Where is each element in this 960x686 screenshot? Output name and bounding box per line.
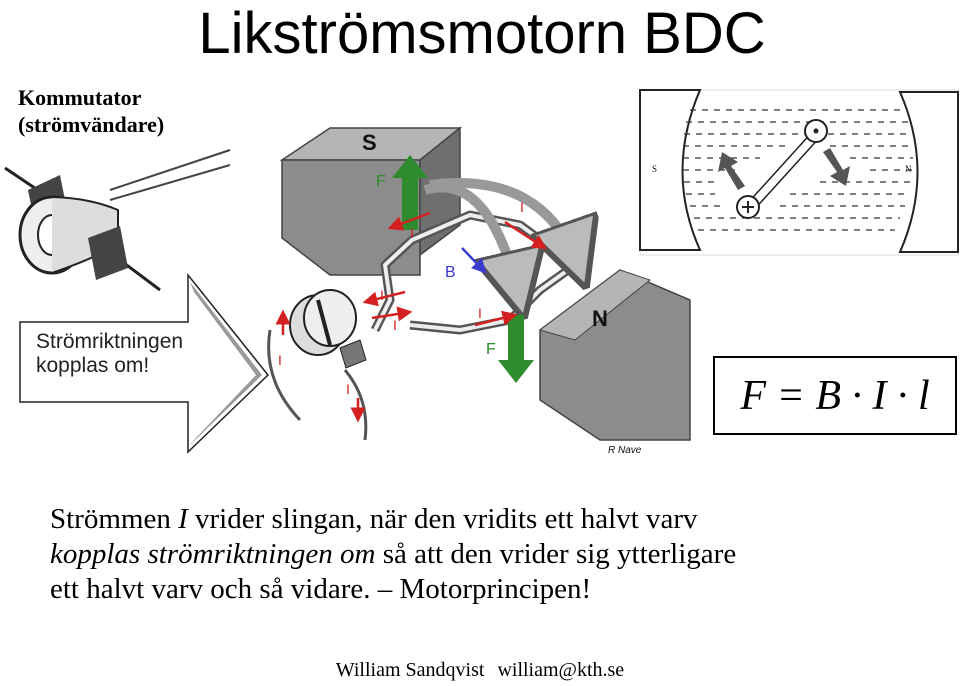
footer: William Sandqvist william@kth.se — [0, 659, 960, 682]
current-label-2: I — [410, 225, 414, 241]
commutator-illustration — [4, 149, 231, 292]
explanation-line2: kopplas strömriktningen om så att den vr… — [50, 538, 737, 570]
current-label-5: I — [478, 305, 482, 321]
illustration-credit: R Nave — [608, 445, 642, 456]
field-south-label: S — [652, 164, 657, 174]
force-label-bottom: F — [486, 341, 496, 358]
field-north-label: N — [905, 164, 912, 174]
commutator-label: Kommutator (strömvändare) — [18, 84, 164, 138]
field-diagram — [639, 89, 959, 256]
field-label: B — [445, 264, 456, 281]
author-name: William Sandqvist — [335, 659, 485, 681]
current-label-4: I — [393, 317, 397, 333]
current-label-6: I — [278, 352, 282, 368]
current-label-1: I — [520, 199, 524, 215]
commutator-label-line2: (strömvändare) — [18, 112, 165, 137]
explanation-line1: Strömmen I vrider slingan, när den vridi… — [50, 503, 698, 535]
direction-note: Strömriktningen kopplas om! — [36, 330, 183, 378]
explanation-text: Strömmen I vrider slingan, när den vridi… — [50, 502, 736, 607]
commutator-label-line1: Kommutator — [18, 85, 142, 110]
current-label-7: I — [346, 381, 350, 397]
big-right-arrow — [19, 272, 270, 454]
force-label-top: F — [376, 173, 386, 190]
force-formula: F = B · I · l — [713, 356, 957, 435]
author-email: william@kth.se — [497, 659, 625, 681]
explanation-line3: ett halvt varv och så vidare. – Motorpri… — [50, 573, 592, 605]
page-title: Likströmsmotorn BDC — [198, 1, 766, 66]
direction-note-line1: Strömriktningen — [36, 330, 184, 353]
south-pole-label: S — [362, 130, 377, 155]
current-label-3: I — [380, 287, 384, 303]
direction-note-line2: kopplas om! — [36, 354, 150, 377]
motor-illustration — [267, 126, 691, 441]
north-pole-label: N — [592, 306, 608, 331]
